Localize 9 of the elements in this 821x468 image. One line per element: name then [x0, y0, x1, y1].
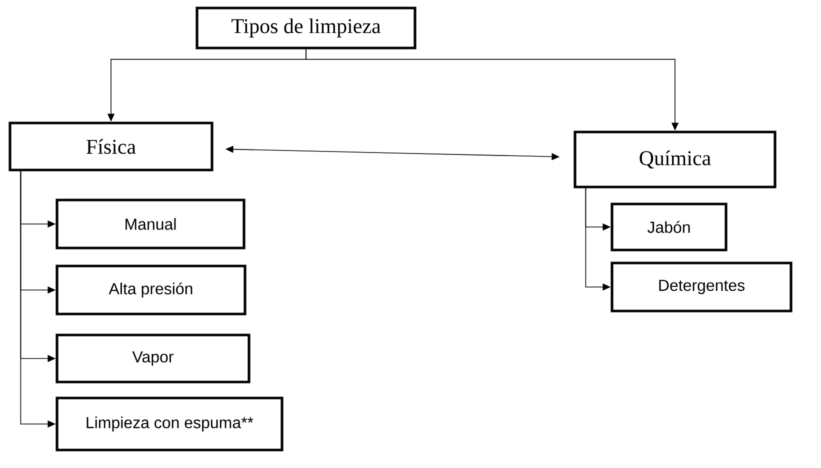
item-box: Limpieza con espuma** — [56, 396, 284, 452]
item-box: Jabón — [610, 202, 728, 252]
item-box: Vapor — [56, 334, 250, 384]
category-box: Física — [8, 122, 214, 172]
title-box: Tipos de limpieza — [196, 6, 416, 50]
item-box: Alta presión — [56, 264, 246, 316]
category-box: Química — [574, 130, 776, 188]
item-box: Manual — [56, 198, 246, 250]
item-box: Detergentes — [610, 262, 792, 312]
